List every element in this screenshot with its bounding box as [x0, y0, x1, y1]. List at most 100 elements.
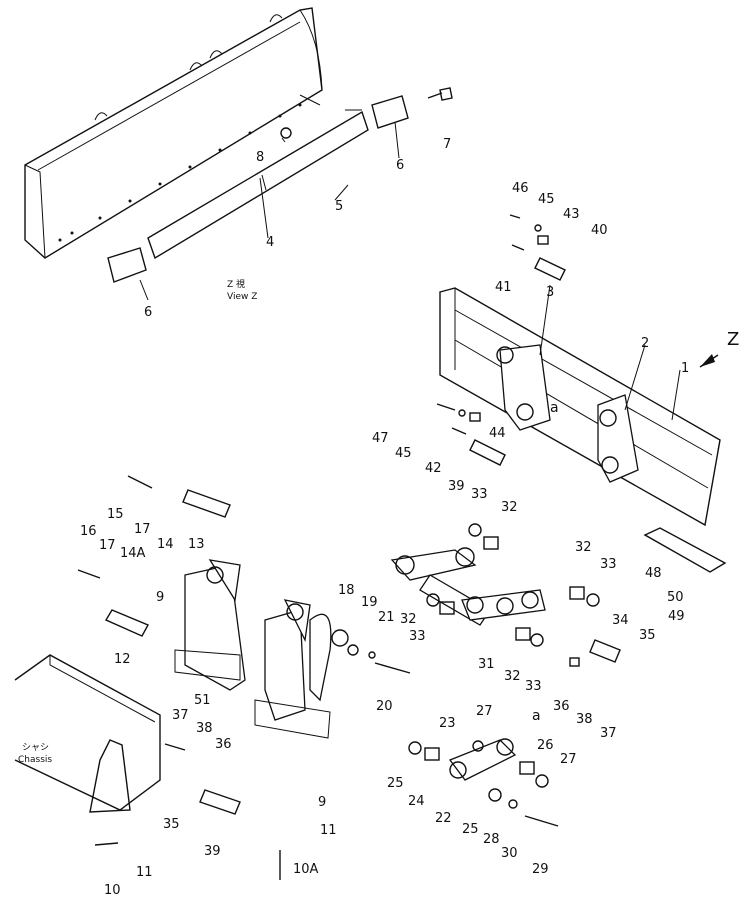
callout-36a: 36: [553, 699, 570, 714]
callout-24: 24: [408, 794, 425, 809]
cutting-edge: [147, 110, 369, 260]
view-z-jp: Z 視: [227, 278, 245, 290]
callout-49: 49: [668, 609, 685, 624]
callout-17a: 17: [134, 522, 151, 537]
callout-40: 40: [591, 223, 608, 238]
callout-42: 42: [425, 461, 442, 476]
arrow-head: [700, 354, 715, 367]
callout-20: 20: [376, 699, 393, 714]
callout-4: 4: [266, 235, 274, 250]
pin-39: [199, 789, 241, 815]
end-bit-left: [107, 247, 147, 283]
callout-33c: 33: [409, 629, 426, 644]
callout-11a: 11: [136, 865, 153, 880]
callout-17b: 17: [99, 538, 116, 553]
callout-38a: 38: [576, 712, 593, 727]
callout-45a: 45: [538, 192, 555, 207]
bracket-left-9: [174, 559, 246, 691]
callout-18: 18: [338, 583, 355, 598]
end-bit-right: [371, 95, 409, 129]
detail-mark-a-1: a: [550, 400, 559, 416]
callout-36b: 36: [215, 737, 232, 752]
callout-31: 31: [478, 657, 495, 672]
callout-35b: 35: [163, 817, 180, 832]
bushings: [426, 523, 621, 667]
callout-14a: 14A: [120, 546, 146, 561]
callout-3: 3: [546, 285, 554, 300]
callout-37b: 37: [172, 708, 189, 723]
callout-44: 44: [489, 426, 506, 441]
callout-32a: 32: [501, 500, 518, 515]
chassis-jp: シャシ: [22, 743, 49, 753]
callout-27a: 27: [476, 704, 493, 719]
bracket-2: [597, 394, 639, 483]
link-assembly: [390, 547, 546, 626]
callout-10a: 10A: [293, 862, 319, 877]
callout-30: 30: [501, 846, 518, 861]
link-22: [408, 738, 549, 809]
callout-22: 22: [435, 811, 452, 826]
callout-51: 51: [194, 693, 211, 708]
callout-5: 5: [335, 199, 343, 214]
callout-41: 41: [495, 280, 512, 295]
callout-12: 12: [114, 652, 131, 667]
bolt-7: [427, 87, 453, 101]
callout-16: 16: [80, 524, 97, 539]
nut-8: [280, 127, 292, 139]
callout-9a: 9: [156, 590, 164, 605]
blade-assembly: [24, 7, 453, 283]
plate-48: [643, 527, 727, 573]
callout-23: 23: [439, 716, 456, 731]
callout-28: 28: [483, 832, 500, 847]
pin-12: [104, 609, 149, 637]
callout-45b: 45: [395, 446, 412, 461]
leader-lines: [139, 94, 681, 421]
callout-32b: 32: [575, 540, 592, 555]
callout-11b: 11: [320, 823, 337, 838]
callout-14: 14: [157, 537, 174, 552]
callout-21: 21: [378, 610, 395, 625]
callout-39b: 39: [204, 844, 221, 859]
arrow-z-label: Z: [727, 329, 739, 350]
callout-33b: 33: [600, 557, 617, 572]
callout-33d: 33: [525, 679, 542, 694]
callout-33a: 33: [471, 487, 488, 502]
callout-27b: 27: [560, 752, 577, 767]
callout-10: 10: [104, 883, 121, 898]
callout-32d: 32: [504, 669, 521, 684]
callout-38b: 38: [196, 721, 213, 736]
bracket-right-9: [254, 599, 332, 739]
pin-13: [182, 489, 231, 518]
callout-48: 48: [645, 566, 662, 581]
callout-9b: 9: [318, 795, 326, 810]
callout-15: 15: [107, 507, 124, 522]
callout-1: 1: [681, 361, 689, 376]
callout-37a: 37: [600, 726, 617, 741]
callout-2: 2: [641, 336, 649, 351]
view-z-en: View Z: [227, 292, 257, 302]
callout-43: 43: [563, 207, 580, 222]
chassis: [14, 654, 161, 813]
upper-pin-hardware: [436, 214, 566, 466]
callout-47: 47: [372, 431, 389, 446]
callout-13: 13: [188, 537, 205, 552]
bracket-3: [499, 344, 551, 431]
blade-holes: [58, 103, 302, 242]
callout-35a: 35: [639, 628, 656, 643]
callout-39a: 39: [448, 479, 465, 494]
callout-46: 46: [512, 181, 529, 196]
callout-34: 34: [612, 613, 629, 628]
callout-25b: 25: [462, 822, 479, 837]
callout-6b: 6: [396, 158, 404, 173]
callout-26: 26: [537, 738, 554, 753]
callout-19: 19: [361, 595, 378, 610]
callout-25a: 25: [387, 776, 404, 791]
main-frame: [439, 287, 721, 527]
callout-6a: 6: [144, 305, 152, 320]
callout-32c: 32: [400, 612, 417, 627]
bolts: [77, 475, 559, 880]
chassis-en: Chassis: [18, 755, 52, 765]
callout-8: 8: [256, 150, 264, 165]
callout-29: 29: [532, 862, 549, 877]
